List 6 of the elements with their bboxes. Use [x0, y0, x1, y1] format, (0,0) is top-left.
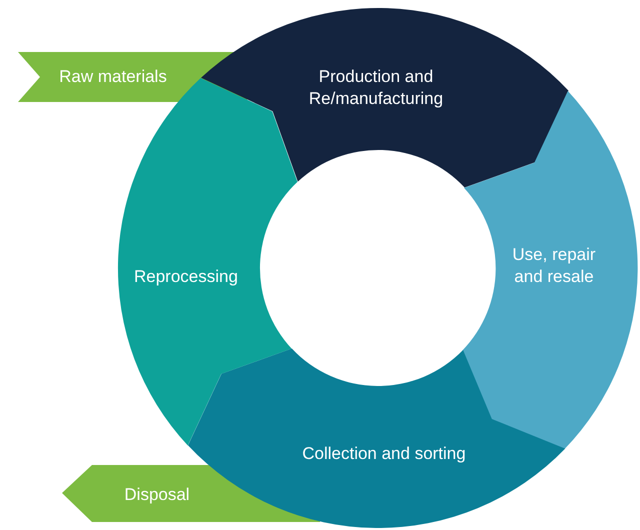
- stage-label: Use, repair and resale: [511, 244, 597, 288]
- stage-label: Raw materials: [58, 66, 168, 88]
- stage-label: Collection and sorting: [301, 442, 467, 465]
- stage-label: Disposal: [123, 484, 191, 506]
- stage-label: Production and Re/manufacturing: [308, 66, 444, 110]
- stage-label: Reprocessing: [133, 266, 239, 288]
